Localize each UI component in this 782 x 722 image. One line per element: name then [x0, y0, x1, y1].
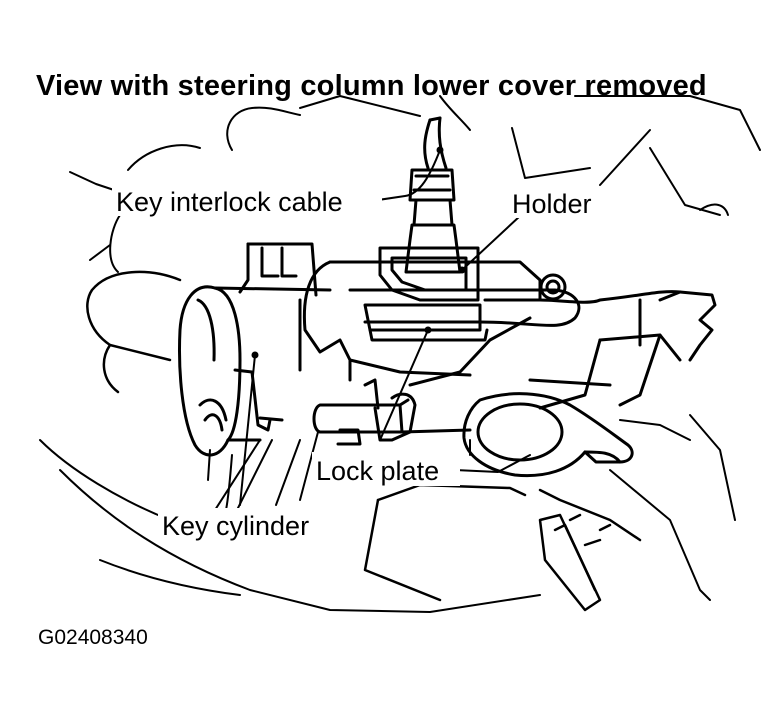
figure-code: G02408340: [38, 626, 148, 649]
background-linework: [39, 95, 761, 613]
leader-dots: [251, 146, 466, 359]
column-housing: [238, 242, 717, 410]
leader-lines: [239, 149, 531, 506]
label-key-cylinder: Key cylinder: [162, 511, 309, 541]
label-key-interlock-cable: Key interlock cable: [116, 187, 343, 217]
guide-lines: [207, 431, 319, 513]
lock-plate: [312, 378, 472, 446]
label-backgrounds: [112, 184, 610, 542]
lower-bracket: [363, 483, 642, 612]
label-holder: Holder: [512, 189, 592, 219]
label-lock-plate: Lock plate: [316, 456, 439, 486]
holder-assembly: [348, 246, 581, 342]
column-cover-shell: [86, 270, 182, 394]
key-cylinder: [178, 285, 332, 457]
